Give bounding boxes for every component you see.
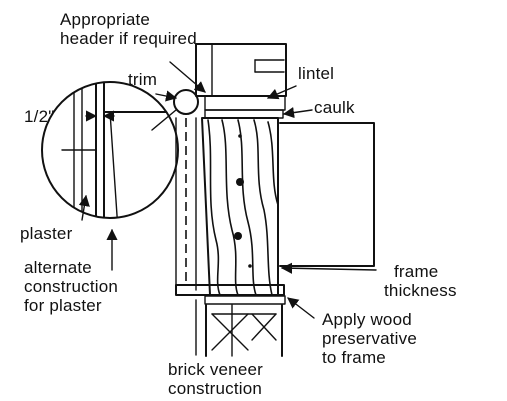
label-frame-thickness-line-2: thickness bbox=[384, 281, 457, 300]
leader-lines bbox=[78, 61, 377, 319]
label-lintel: lintel bbox=[298, 64, 335, 83]
label-brick-veneer-line-1: brick veneer bbox=[168, 360, 263, 379]
trim-marker-circle bbox=[173, 89, 199, 115]
label-preservative-line-3: to frame bbox=[322, 348, 386, 367]
label-alternate-line-2: construction bbox=[24, 277, 119, 296]
label-preservative-line-2: preservative bbox=[322, 329, 417, 348]
callout-connector bbox=[151, 109, 177, 131]
lintel-member bbox=[204, 95, 286, 111]
detail-magnified-circle bbox=[41, 81, 179, 219]
door-panel bbox=[279, 122, 375, 267]
label-plaster: plaster bbox=[20, 224, 73, 243]
label-trim: trim bbox=[128, 70, 158, 89]
sill-hatch bbox=[204, 295, 286, 305]
label-alternate-line-1: alternate bbox=[24, 258, 92, 277]
stud-dashed-lines bbox=[175, 117, 197, 291]
label-header-line-1: Appropriate bbox=[60, 10, 151, 29]
wood-frame bbox=[201, 117, 279, 296]
label-caulk: caulk bbox=[314, 98, 355, 117]
brick-veneer-below bbox=[195, 299, 283, 357]
label-half-inch: 1/2" bbox=[24, 107, 55, 126]
label-preservative-line-1: Apply wood bbox=[322, 310, 412, 329]
label-header-line-2: header if required bbox=[60, 29, 197, 48]
label-brick-veneer-line-2: construction bbox=[168, 379, 263, 398]
header-wall-above bbox=[195, 43, 287, 97]
caulk-strip bbox=[204, 109, 284, 119]
base-plate bbox=[175, 284, 285, 296]
label-frame-thickness-line-1: frame bbox=[394, 262, 439, 281]
label-alternate-line-3: for plaster bbox=[24, 296, 102, 315]
